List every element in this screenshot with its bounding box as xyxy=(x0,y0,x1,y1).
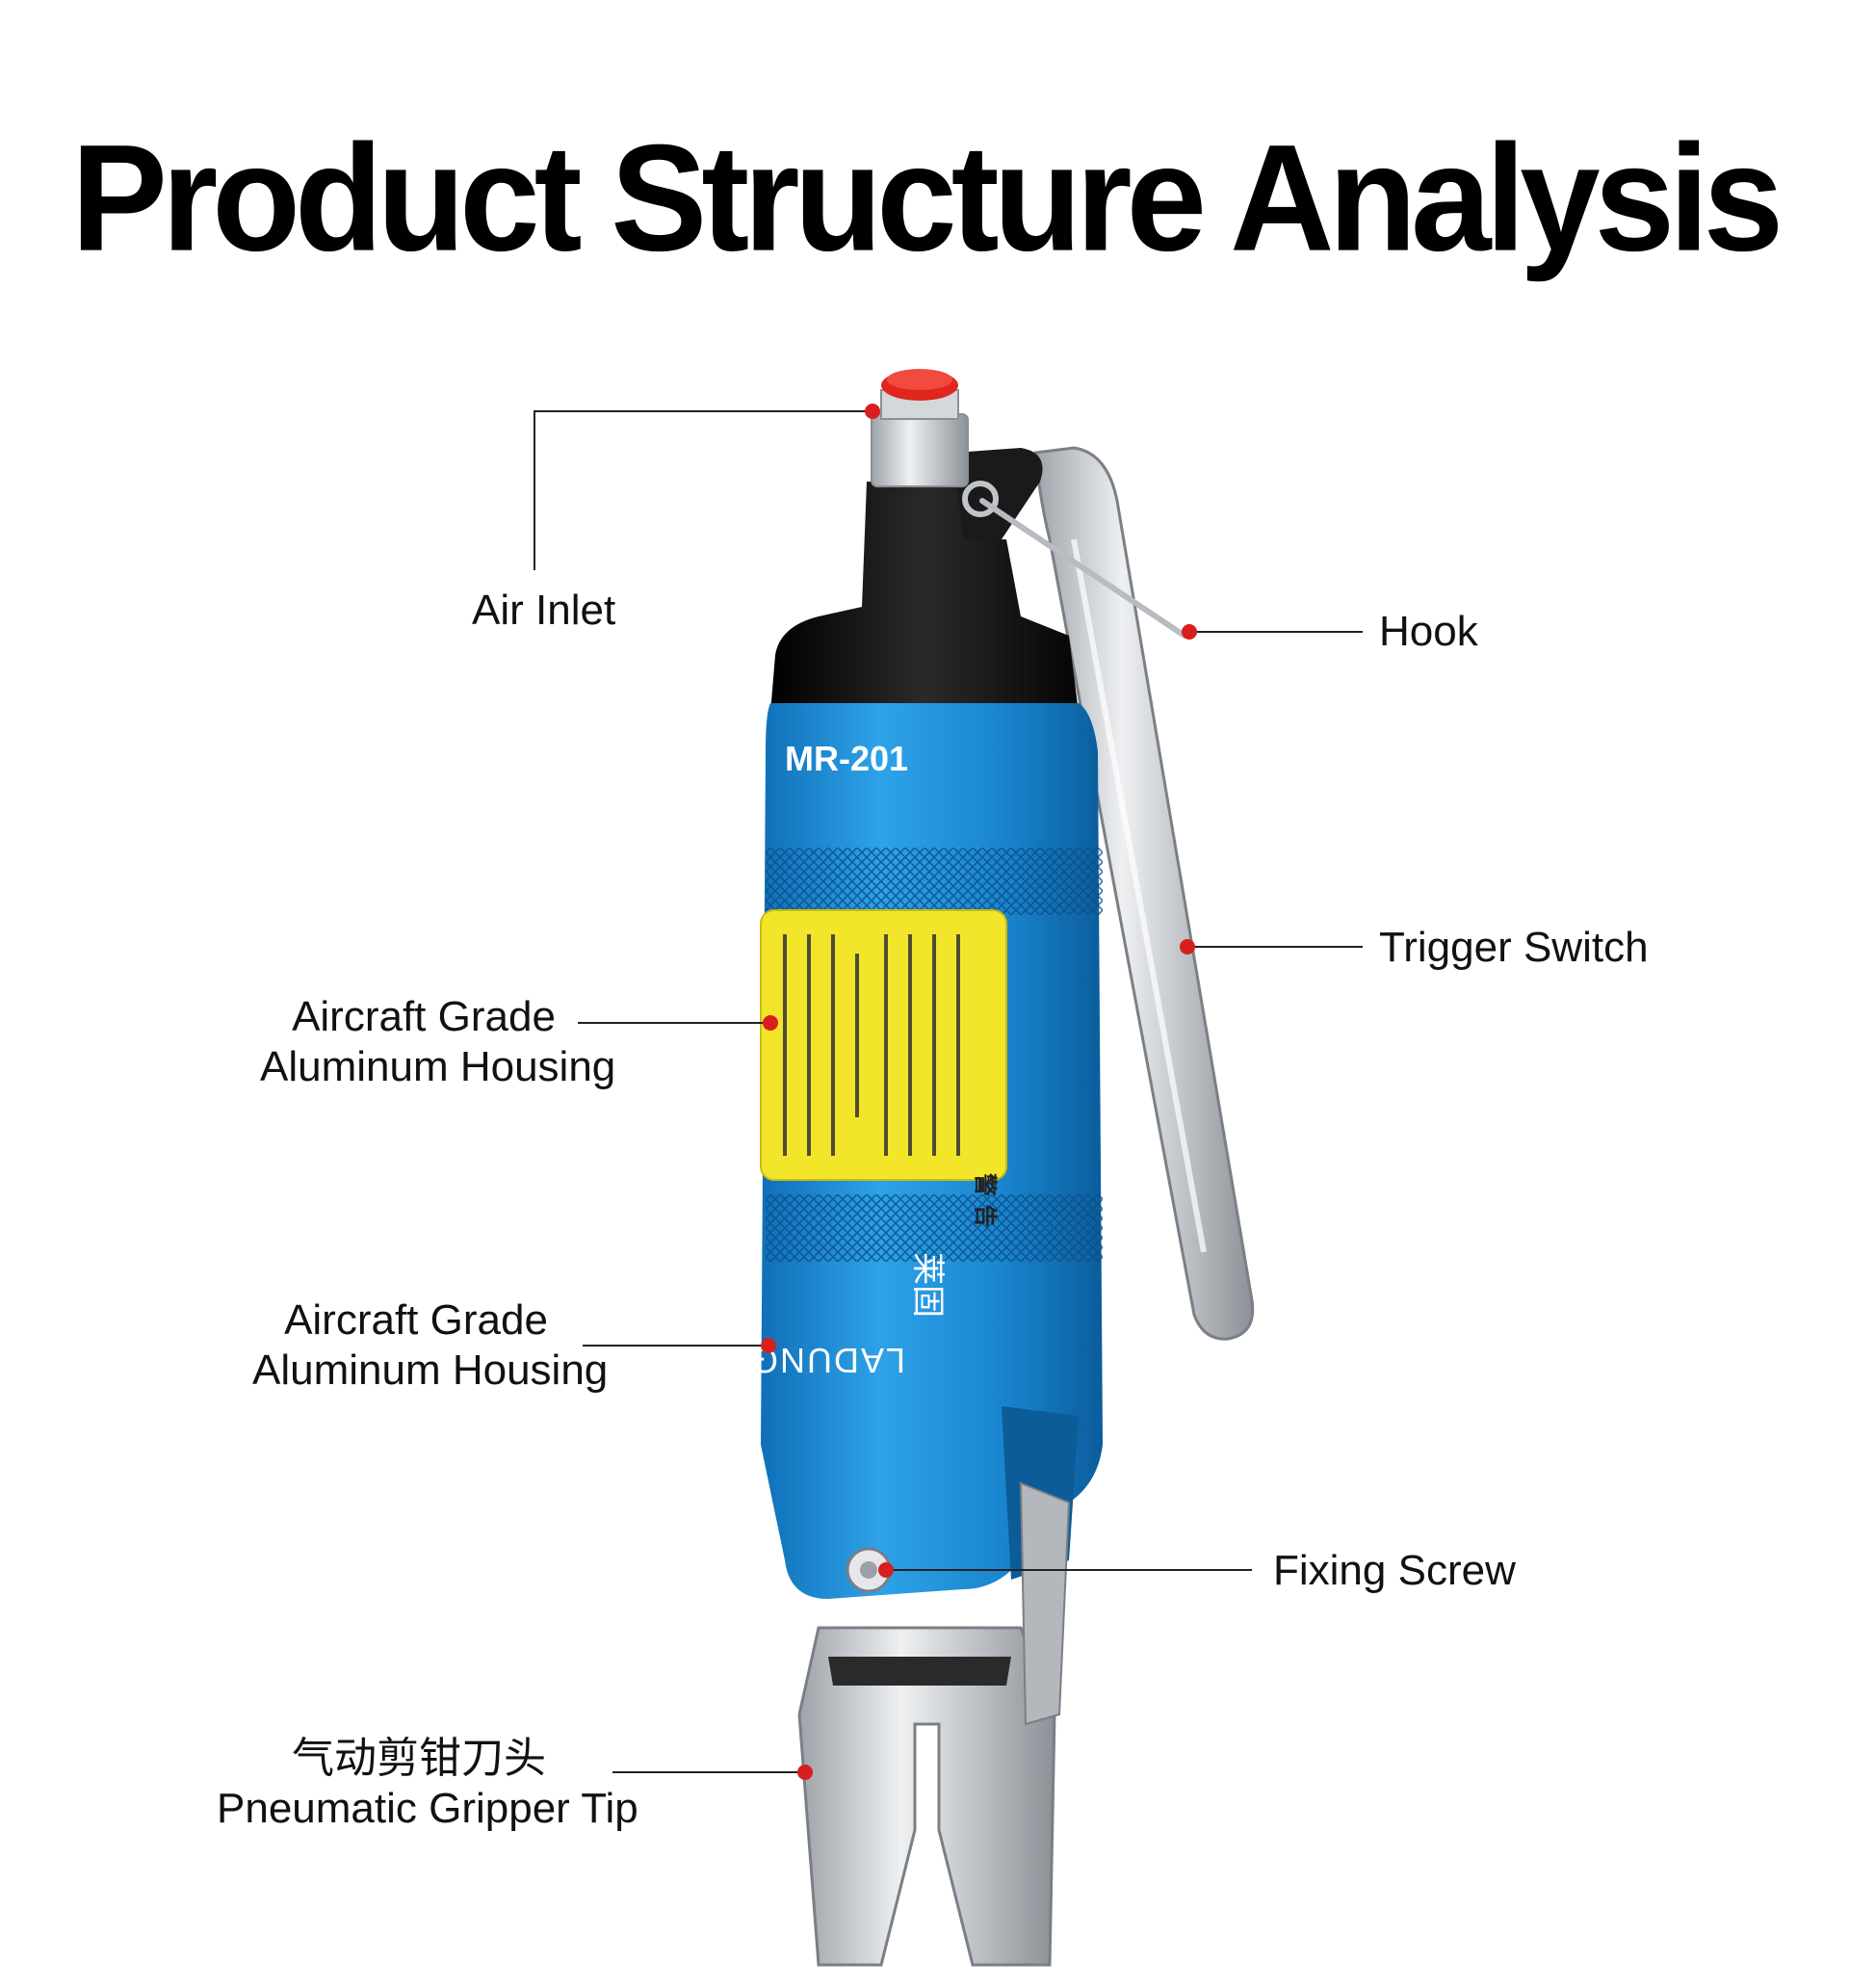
air-inlet-fitting xyxy=(871,369,969,487)
label-gripper-tip-en: Pneumatic Gripper Tip xyxy=(217,1785,638,1832)
label-hook: Hook xyxy=(1379,608,1478,655)
dot-gripper-tip xyxy=(797,1765,813,1780)
dot-air-inlet xyxy=(865,404,880,419)
dot-housing-1 xyxy=(763,1015,778,1031)
page-title: Product Structure Analysis xyxy=(70,112,1784,283)
warning-title: 警 告 xyxy=(972,1172,999,1227)
callout-dots xyxy=(761,404,1197,1780)
hook-wire xyxy=(962,481,1187,639)
dot-trigger-switch xyxy=(1180,939,1195,955)
aluminum-housing xyxy=(760,703,1103,1599)
label-air-inlet: Air Inlet xyxy=(472,587,616,634)
label-housing-1-line1: Aircraft Grade xyxy=(292,993,556,1040)
trigger-lever xyxy=(1033,446,1255,1341)
brand-cn-marking: 莱固 xyxy=(908,1252,947,1318)
label-housing-2-line1: Aircraft Grade xyxy=(284,1296,548,1344)
label-gripper-tip-cn: 气动剪钳刀头 xyxy=(292,1734,546,1783)
gripper-tip xyxy=(797,1481,1071,1967)
label-gripper-tip: 气动剪钳刀头 Pneumatic Gripper Tip xyxy=(217,1734,638,1834)
dot-housing-2 xyxy=(761,1338,776,1353)
label-housing-2: Aircraft Grade Aluminum Housing xyxy=(252,1295,609,1396)
model-marking: MR-201 xyxy=(785,739,908,778)
label-housing-1-line2: Aluminum Housing xyxy=(260,1043,616,1090)
top-cap xyxy=(770,448,1079,713)
label-trigger-switch: Trigger Switch xyxy=(1379,924,1649,971)
label-housing-2-line2: Aluminum Housing xyxy=(252,1347,609,1394)
dot-fixing-screw xyxy=(878,1562,894,1578)
dot-hook xyxy=(1182,624,1197,640)
label-fixing-screw: Fixing Screw xyxy=(1273,1547,1516,1594)
label-housing-1: Aircraft Grade Aluminum Housing xyxy=(260,992,616,1092)
callout-lines xyxy=(534,410,1363,1773)
